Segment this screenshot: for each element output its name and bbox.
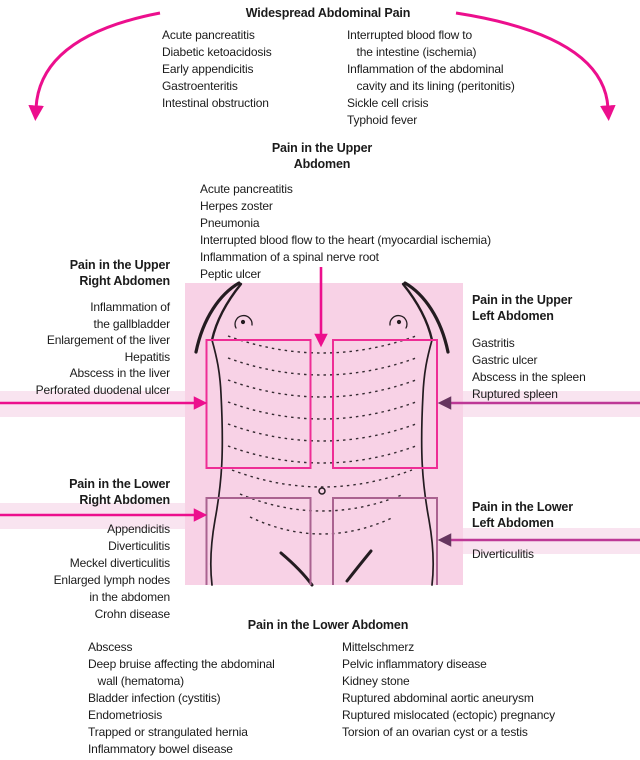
lower-right-quadrant-box xyxy=(205,497,312,585)
list-item: Abdomen xyxy=(293,157,351,171)
list-item: Herpes zoster xyxy=(200,199,273,213)
list-item: Diabetic ketoacidosis xyxy=(162,45,272,59)
list-item: Pneumonia xyxy=(200,216,260,230)
list-item: Pain in the Lower xyxy=(472,500,573,514)
list-item: Mittelschmerz xyxy=(342,640,415,654)
list-item: Ruptured mislocated (ectopic) pregnancy xyxy=(342,708,555,722)
list-item: Gastroenteritis xyxy=(162,79,238,93)
list-item: Typhoid fever xyxy=(347,113,418,127)
list-item: Abscess in the spleen xyxy=(472,370,586,384)
list-item: Pelvic inflammatory disease xyxy=(342,657,487,671)
list-item: Kidney stone xyxy=(342,674,410,688)
list-item: Deep bruise affecting the abdominal xyxy=(88,657,275,671)
list-item: Appendicitis xyxy=(107,522,170,536)
widespread-right-list: Interrupted blood flow to the intestine … xyxy=(347,27,515,129)
list-item: Enlargement of the liver xyxy=(46,333,170,347)
list-item: Enlarged lymph nodes xyxy=(53,573,171,587)
lower-left-quadrant-box xyxy=(332,497,438,585)
upper-left-quadrant-box xyxy=(332,339,438,469)
list-item: Diverticulitis xyxy=(108,539,170,553)
list-item: Abscess in the liver xyxy=(69,366,171,380)
list-item: Pain in the Upper xyxy=(271,141,373,155)
list-item: Inflammatory bowel disease xyxy=(88,742,233,756)
list-item: Early appendicitis xyxy=(162,62,254,76)
list-item: Pain in the Upper xyxy=(69,258,170,272)
upper-right-quadrant-box xyxy=(205,339,312,469)
list-item: Interrupted blood flow to xyxy=(347,28,472,42)
list-item: the gallbladder xyxy=(93,316,171,331)
list-item: Left Abdomen xyxy=(472,516,554,530)
list-item: Trapped or strangulated hernia xyxy=(88,725,248,739)
list-item: Ruptured abdominal aortic aneurysm xyxy=(342,691,534,705)
list-item: Inflammation of the abdominal xyxy=(347,62,504,76)
list-item: the intestine (ischemia) xyxy=(347,45,477,59)
lower-abdomen-heading: Pain in the Lower Abdomen xyxy=(247,618,409,632)
list-item: Torsion of an ovarian cyst or a testis xyxy=(342,725,528,739)
list-item: Inflammation of xyxy=(90,300,170,314)
list-item: Right Abdomen xyxy=(79,493,170,507)
list-item: Crohn disease xyxy=(94,607,171,621)
list-item: Ruptured spleen xyxy=(472,387,558,401)
list-item: Pain in the Lower xyxy=(69,477,170,491)
list-item: Acute pancreatitis xyxy=(162,28,255,42)
list-item: Pain in the Upper xyxy=(472,293,573,307)
torso-background xyxy=(185,283,463,585)
list-item: wall (hematoma) xyxy=(88,674,185,688)
rib-arcs xyxy=(227,335,417,535)
list-item: Meckel diverticulitis xyxy=(69,556,170,570)
list-item: Gastritis xyxy=(472,336,515,350)
list-item: Abscess xyxy=(88,640,133,654)
list-item: Hepatitis xyxy=(124,349,170,364)
list-item: Right Abdomen xyxy=(79,274,170,288)
diagram-title: Widespread Abdominal Pain xyxy=(245,6,411,20)
list-item: cavity and its lining (peritonitis) xyxy=(347,79,515,93)
list-item: Endometriosis xyxy=(88,708,163,722)
list-item: Diverticulitis xyxy=(472,547,534,561)
list-item: Interrupted blood flow to the heart (myo… xyxy=(200,233,491,247)
list-item: Gastric ulcer xyxy=(472,353,538,367)
list-item: Peptic ulcer xyxy=(200,267,261,281)
list-item: Acute pancreatitis xyxy=(200,182,293,196)
list-item: Bladder infection (cystitis) xyxy=(88,691,221,705)
list-item: in the abdomen xyxy=(89,590,170,604)
list-item: Sickle cell crisis xyxy=(347,96,429,110)
list-item: Perforated duodenal ulcer xyxy=(35,382,171,397)
list-item: Intestinal obstruction xyxy=(162,96,269,110)
quadrant-boxes xyxy=(205,339,438,585)
body-outline xyxy=(194,281,450,587)
lower-left-list: Diverticulitis xyxy=(472,546,534,563)
widespread-arrow-left xyxy=(28,11,161,121)
list-item: Inflammation of a spinal nerve root xyxy=(200,250,379,264)
list-item: Left Abdomen xyxy=(472,309,554,323)
